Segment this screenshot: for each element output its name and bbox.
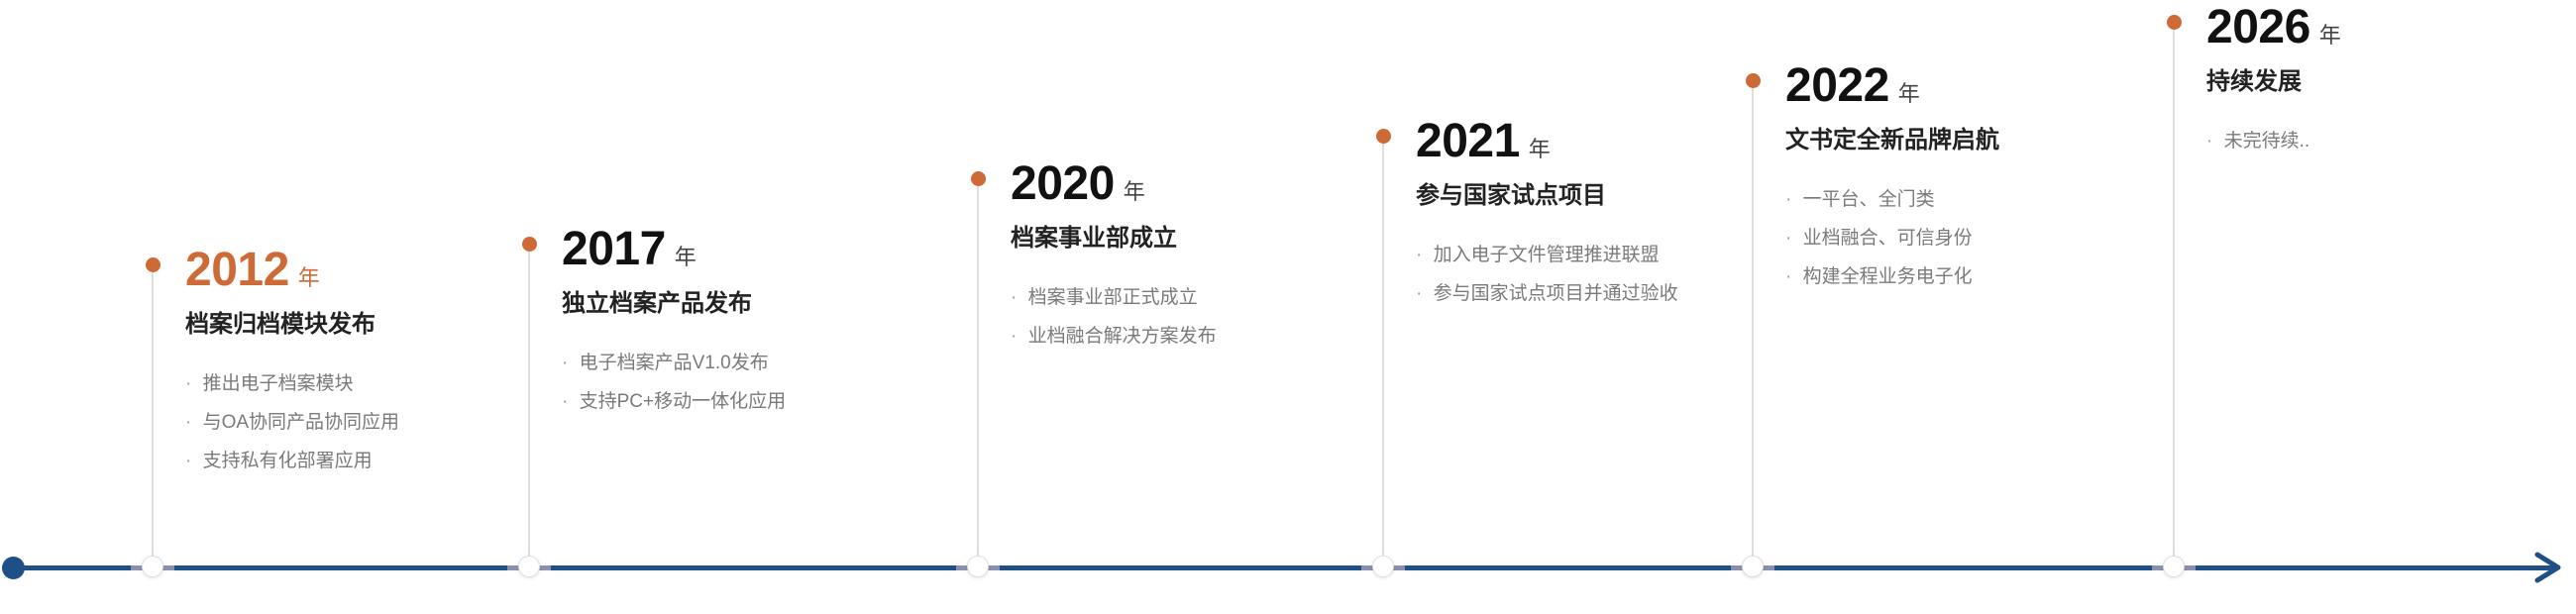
milestone-item: 未完待续.. [2206,122,2310,160]
milestone-year: 2021 [1416,115,1520,167]
timeline-axis [12,565,2558,570]
milestone-item: 加入电子文件管理推进联盟 [1416,236,1678,274]
milestone-year-row: 2026 年 [2206,0,2341,63]
milestone-node[interactable] [1743,557,1763,576]
milestone-item: 支持PC+移动一体化应用 [562,382,787,421]
milestone-dot-icon [1376,129,1391,144]
milestone-year-unit: 年 [297,265,320,290]
milestone-year: 2017 [562,223,666,275]
milestone-year: 2020 [1011,157,1115,210]
milestone-year-row: 2022 年 [1785,58,1920,122]
timeline-start-dot-icon [2,557,25,579]
milestone-title: 持续发展 [2206,68,2302,95]
milestone-year: 2012 [185,244,289,296]
milestone-stem [1752,86,1754,566]
milestone-items: 未完待续.. [2206,122,2310,160]
milestone-node[interactable] [1373,557,1393,576]
milestone-item: 参与国家试点项目并通过验收 [1416,274,1678,313]
milestone-items: 电子档案产品V1.0发布支持PC+移动一体化应用 [562,344,787,421]
milestone-title: 档案事业部成立 [1011,225,1177,252]
milestone-year-unit: 年 [1897,81,1920,106]
milestone-title: 独立档案产品发布 [562,290,752,317]
milestone-year-unit: 年 [674,245,697,269]
milestone-year-row: 2012 年 [185,243,320,306]
milestone-node[interactable] [968,557,988,576]
milestone-item: 与OA协同产品协同应用 [185,403,399,442]
milestone-dot-icon [146,257,161,272]
milestone-node[interactable] [519,557,539,576]
milestone-year-unit: 年 [1528,137,1551,161]
milestone-dot-icon [1746,73,1761,88]
milestone-item: 档案事业部正式成立 [1011,278,1217,317]
milestone-item: 推出电子档案模块 [185,364,399,403]
milestone-node[interactable] [2164,557,2184,576]
milestone-year-row: 2017 年 [562,222,697,285]
milestone-item: 一平台、全门类 [1785,180,1973,219]
milestone-year-unit: 年 [1123,179,1145,204]
milestone-node[interactable] [143,557,162,576]
milestone-stem [2173,28,2175,566]
milestone-items: 推出电子档案模块与OA协同产品协同应用支持私有化部署应用 [185,364,399,480]
milestone-year-unit: 年 [2318,23,2341,48]
milestone-items: 加入电子文件管理推进联盟参与国家试点项目并通过验收 [1416,236,1678,313]
milestone-item: 电子档案产品V1.0发布 [562,344,786,382]
milestone-dot-icon [971,171,986,186]
milestone-year: 2022 [1785,59,1889,112]
milestone-title: 文书定全新品牌启航 [1785,127,1999,154]
milestone-item: 业档融合解决方案发布 [1011,317,1217,356]
milestone-stem [1382,142,1384,566]
milestone-item: 支持私有化部署应用 [185,442,399,480]
milestone-item: 业档融合、可信身份 [1785,219,1973,257]
milestone-dot-icon [2167,15,2182,30]
milestone-stem [977,184,979,566]
milestone-year: 2026 [2206,1,2310,53]
milestone-dot-icon [522,237,537,252]
milestone-stem [528,250,530,566]
milestone-items: 一平台、全门类业档融合、可信身份构建全程业务电子化 [1785,180,1973,296]
milestone-stem [152,270,154,566]
milestone-item: 构建全程业务电子化 [1785,257,1973,296]
milestone-year-row: 2020 年 [1011,156,1145,220]
milestone-year-row: 2021 年 [1416,114,1551,177]
milestone-items: 档案事业部正式成立业档融合解决方案发布 [1011,278,1217,356]
milestone-title: 档案归档模块发布 [185,311,376,338]
arrow-right-icon [2534,552,2561,583]
milestone-title: 参与国家试点项目 [1416,182,1606,209]
